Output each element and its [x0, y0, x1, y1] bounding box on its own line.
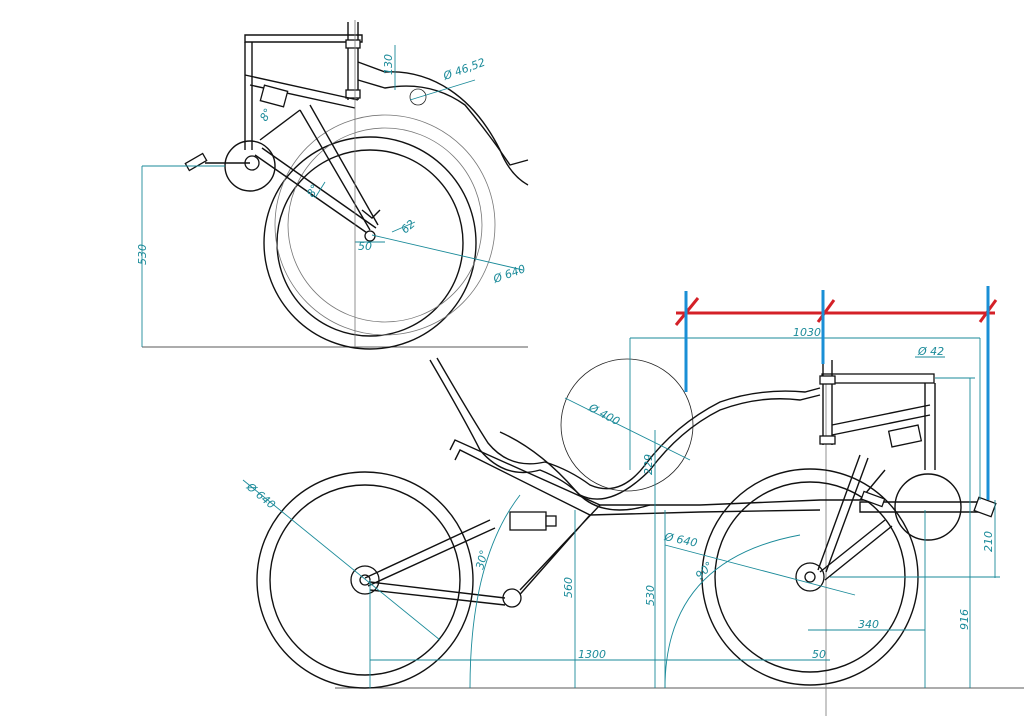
- pedal: [973, 496, 997, 518]
- seat-upper: [429, 359, 821, 500]
- top-dim-4652-leader: [409, 79, 476, 101]
- top-seat-curve: [357, 61, 529, 186]
- top-dim-4652: Ø 46,52: [441, 56, 487, 83]
- seat-front-edge: [499, 431, 651, 511]
- side-shock: [509, 511, 547, 531]
- side-dim-50: 50: [812, 648, 826, 661]
- top-dim-640: Ø 640: [491, 262, 528, 286]
- side-view: 1030 Ø 42 Ø 400 Ø 640 Ø 640 229 30° 560 …: [242, 326, 1024, 716]
- red-tick-mid: [816, 299, 836, 323]
- top-dim-530: 530: [136, 244, 149, 265]
- top-dim-8b-line: [314, 181, 326, 199]
- top-swingarm: [254, 147, 377, 236]
- front-shock: [887, 424, 923, 448]
- side-dim-640-front: Ø 640: [662, 530, 698, 550]
- front-head-clamp: [819, 375, 836, 385]
- front-fork: [817, 454, 869, 573]
- rear-swingarm-upper: [364, 519, 496, 587]
- side-dim-229: 229: [642, 454, 655, 475]
- side-dim-1030: 1030: [793, 326, 821, 339]
- pedal-left: [860, 490, 886, 508]
- bottom-bracket: [502, 588, 522, 608]
- top-dim-130: 130: [382, 54, 395, 75]
- top-frame-post: [244, 42, 253, 150]
- top-head-tube: [347, 22, 359, 100]
- side-dim-340: 340: [858, 618, 879, 631]
- side-dim-30deg: 30°: [473, 549, 491, 571]
- top-wheel-ghost: [274, 114, 496, 336]
- front-frame-brace: [831, 404, 931, 436]
- pedal-disc: [894, 473, 962, 541]
- side-dim-560: 560: [562, 577, 575, 598]
- down-tube: [514, 504, 601, 601]
- top-frame-brace: [244, 74, 359, 109]
- top-tube-circle: [409, 88, 427, 106]
- top-dim-62: 62: [399, 217, 418, 236]
- front-frame-top: [821, 373, 935, 384]
- front-head-clamp-low: [819, 435, 836, 445]
- top-dim-8deg: 8°: [257, 106, 275, 123]
- top-head-clamp: [345, 39, 361, 49]
- rear-wheel-inner: [269, 484, 461, 676]
- front-head-tube: [822, 360, 833, 445]
- side-dim-640-rear: Ø 640: [243, 480, 278, 512]
- top-dim-640-leader: [371, 234, 524, 271]
- top-shock: [259, 84, 289, 108]
- side-dim-916: 916: [958, 609, 971, 630]
- top-dim-8deg-b: 8°: [304, 182, 322, 199]
- top-wheel-ghost-inner: [287, 127, 483, 323]
- side-dimension-lines: [242, 337, 1000, 689]
- top-wheel-inner: [276, 149, 464, 337]
- side-dim-400: Ø 400: [586, 401, 622, 429]
- seat-ring: [560, 358, 694, 492]
- top-swingarm-upper: [299, 104, 379, 231]
- front-axle: [804, 571, 816, 583]
- seat-lower: [436, 357, 821, 490]
- front-frame-post: [924, 383, 936, 470]
- side-dim-42: Ø 42: [917, 345, 944, 358]
- top-dim-62-line: [391, 221, 416, 233]
- top-link: [259, 109, 301, 141]
- side-dim-1300: 1300: [578, 648, 606, 661]
- side-dim-90deg: 90°: [693, 559, 716, 582]
- top-pedal: [184, 152, 208, 172]
- side-dim-210: 210: [982, 531, 995, 552]
- top-detail-view: Ø 46,52 130 8° 8° 62 50 Ø 640 530: [136, 20, 529, 350]
- top-wheel-outer: [263, 136, 477, 350]
- side-dim-530: 530: [644, 585, 657, 606]
- top-frame-top: [244, 34, 363, 43]
- main-frame-top: [449, 439, 880, 506]
- overlay-markup: [674, 286, 998, 500]
- side-shock-cap: [545, 515, 557, 527]
- rear-wheel-outer: [256, 471, 474, 689]
- top-dropout: [361, 209, 381, 219]
- top-seat-curve-inner: [357, 79, 529, 166]
- front-fork-links: [819, 469, 893, 581]
- top-head-clamp-low: [345, 89, 361, 99]
- rear-swingarm-lower: [369, 581, 506, 606]
- top-dim-50: 50: [358, 240, 372, 253]
